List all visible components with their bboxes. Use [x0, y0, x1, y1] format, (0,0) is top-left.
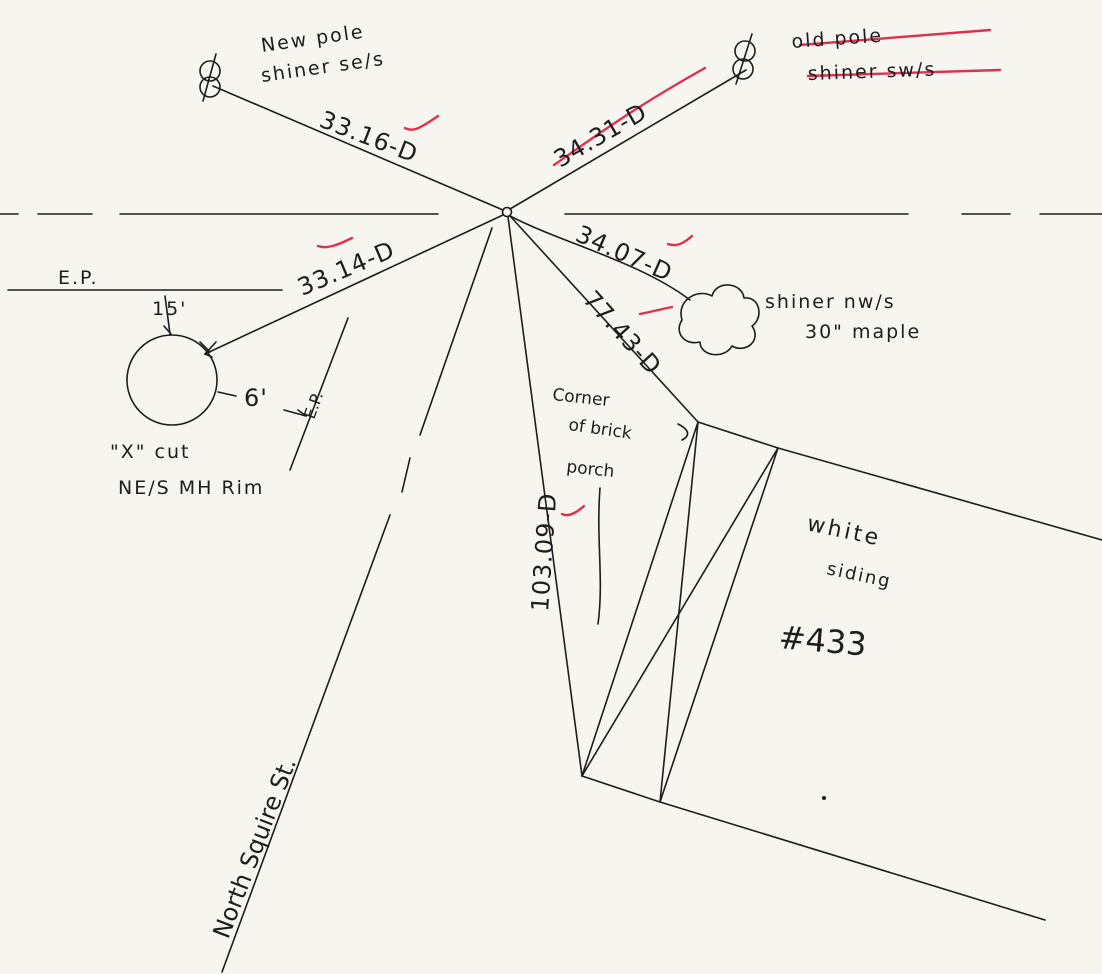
ray-old-pole	[509, 69, 747, 210]
ray-house	[507, 216, 583, 777]
old-pole-label: old pole	[791, 25, 884, 53]
measurement-tree: 34.07-D	[572, 220, 677, 287]
measurement-old-pole: 34.31-D	[549, 98, 652, 174]
street-edge-line	[221, 227, 493, 973]
siding-label: siding	[825, 558, 894, 592]
dot-mark	[822, 796, 826, 800]
verification-checks	[316, 28, 1002, 517]
new-pole-icon	[199, 53, 221, 102]
tree-label: shiner nw/s	[765, 291, 896, 313]
edge-of-pavement-label: E.P.	[58, 267, 99, 289]
measurement-porch-corner: 77.43-D	[578, 285, 668, 380]
offset-6-marker	[217, 391, 307, 417]
old-pole-icon	[732, 33, 756, 85]
porch-label: of brick	[567, 415, 633, 444]
old-pole-label: shiner sw/s	[807, 59, 936, 85]
survey-point	[501, 206, 513, 218]
porch-label: Corner	[551, 385, 610, 411]
offset-6-label: 6'	[244, 384, 268, 412]
porch-bracket	[677, 423, 689, 441]
offset-15-marker	[163, 295, 172, 335]
ray-tree	[509, 215, 691, 301]
ray-manhole	[204, 214, 504, 355]
measurement-new-pole: 33.16-D	[316, 105, 422, 168]
tree-canopy-icon	[678, 284, 760, 356]
manhole-label: "X" cut	[110, 441, 190, 463]
ray-porch-corner	[509, 215, 699, 423]
manhole-circle	[126, 334, 218, 426]
manhole-label: NE/S MH Rim	[118, 477, 264, 499]
house-outline	[581, 421, 1102, 921]
measurement-manhole: 33.14-D	[293, 236, 399, 302]
street-name-label: North Squire St.	[207, 754, 302, 942]
offset-15-label: 15'	[152, 298, 187, 320]
porch-leader	[597, 487, 602, 625]
edge-of-pavement-right-line	[289, 317, 349, 471]
porch-label: porch	[565, 457, 615, 482]
measurement-house: 103.09-D	[526, 492, 562, 613]
house-number-label: #433	[777, 618, 868, 664]
siding-label: white	[805, 511, 884, 551]
edge-of-pavement-label: E.P.	[300, 389, 327, 421]
tree-label: 30" maple	[805, 321, 921, 343]
ray-new-pole	[212, 85, 504, 211]
